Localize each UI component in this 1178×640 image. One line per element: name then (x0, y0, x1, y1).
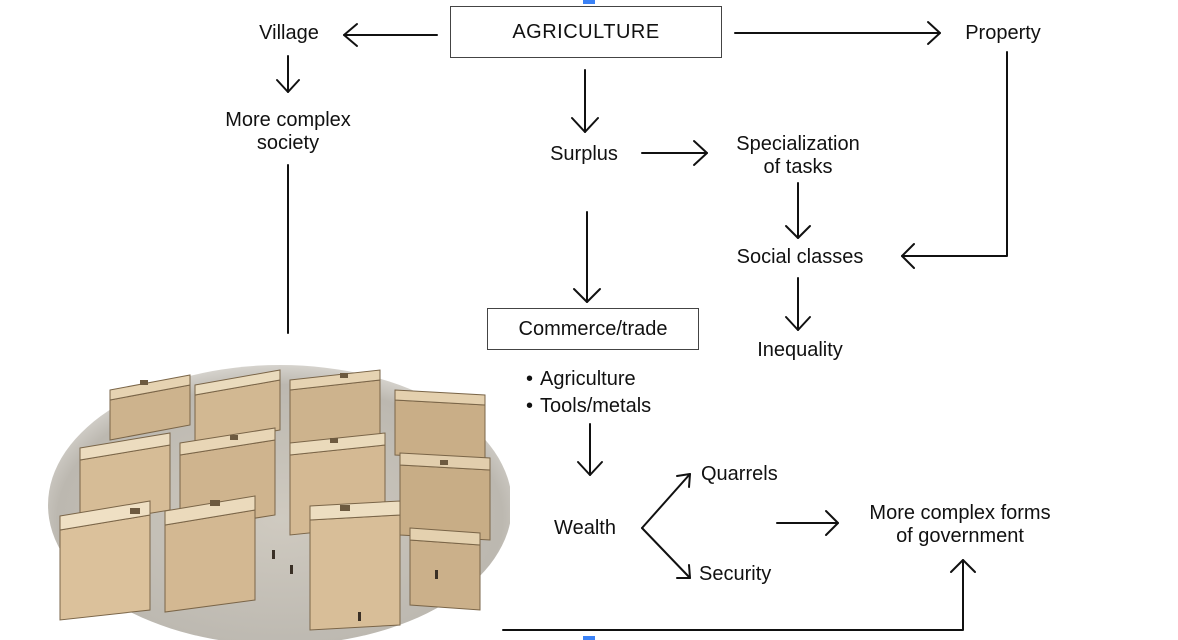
node-wealth: Wealth (554, 517, 616, 539)
node-government-line1: More complex forms (869, 502, 1051, 524)
arrow-bottom-government (502, 559, 964, 631)
node-specialization-line1: Specialization (736, 133, 860, 155)
node-inequality: Inequality (757, 339, 843, 361)
node-complex-society-line1: More complex (225, 109, 351, 131)
node-government: More complex forms of government (869, 502, 1050, 548)
node-government-line2: of government (896, 525, 1024, 547)
blue-marker-bottom (583, 636, 595, 640)
neolithic-settlement-illustration (48, 365, 510, 640)
node-property: Property (965, 22, 1041, 44)
node-surplus: Surplus (550, 143, 618, 165)
blue-marker-top (583, 0, 595, 4)
node-security: Security (699, 563, 772, 585)
node-social-classes: Social classes (736, 246, 864, 268)
node-commerce-label: Commerce/trade (518, 317, 668, 340)
arrow-property-classes (901, 51, 1008, 257)
commerce-items-list: Agriculture Tools/metals (526, 366, 651, 420)
arrow-wealth-security (641, 527, 691, 579)
node-specialization-line2: of tasks (763, 156, 833, 178)
node-complex-society-line2: society (256, 132, 320, 154)
node-agriculture: AGRICULTURE (450, 6, 722, 58)
commerce-item-tools: Tools/metals (526, 393, 651, 420)
node-complex-society: More complex society (225, 109, 351, 155)
node-specialization: Specialization of tasks (736, 133, 859, 179)
commerce-item-agriculture: Agriculture (526, 366, 651, 393)
node-village: Village (259, 22, 319, 44)
node-agriculture-label: AGRICULTURE (512, 20, 660, 43)
arrow-wealth-quarrels (641, 473, 691, 529)
node-quarrels: Quarrels (701, 463, 778, 485)
node-commerce: Commerce/trade (487, 308, 699, 350)
